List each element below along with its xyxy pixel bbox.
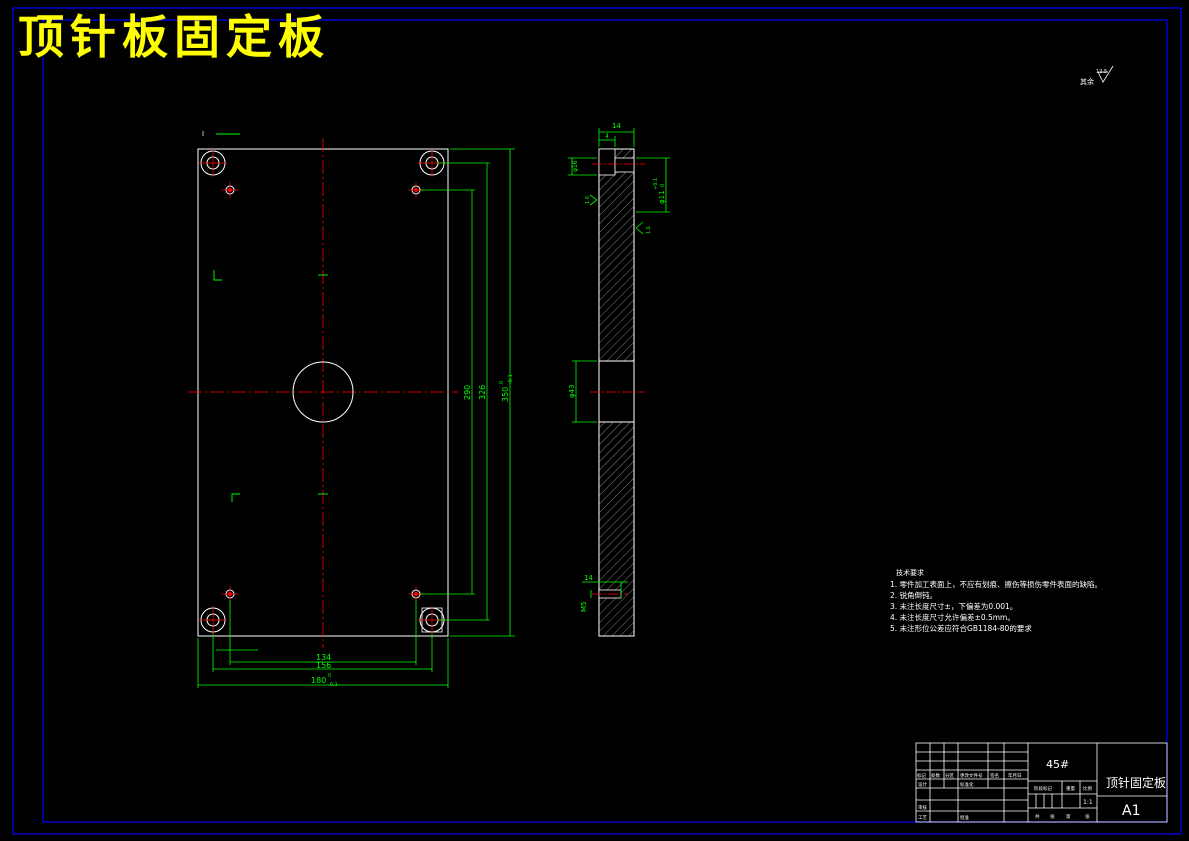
dim-total-height: 350: [501, 387, 510, 402]
dim-total-width: 180: [311, 676, 326, 685]
tb-standard: 标准化: [960, 781, 974, 788]
dim-counterbore-depth: 4: [605, 133, 609, 140]
roughness-a: 1.6: [585, 196, 591, 204]
tb-process: 工艺: [918, 815, 927, 821]
roughness-rest-label: 其余: [1080, 77, 1094, 86]
tb-label-0: 标记: [917, 772, 926, 779]
tb-sheet-total: 共: [1035, 813, 1040, 820]
roughness-note: [1097, 65, 1114, 83]
tb-sheet-no: 第: [1066, 813, 1071, 820]
section-hatch-bottom: [598, 421, 635, 637]
inner-frame: [42, 19, 1168, 823]
tech-item: 4. 未注长度尺寸允许偏差±0.5mm。: [890, 613, 1015, 622]
dim-center-bore: φ43: [568, 384, 576, 398]
horizontal-dimensions: [197, 600, 449, 688]
tech-item: 5. 未注形位公差应符合GB1184-80的要求: [890, 624, 1032, 633]
small-hole-bl: [222, 586, 238, 602]
tb-approve: 批准: [960, 814, 969, 821]
tech-item: 3. 未注长度尺寸±，下偏差为0.001。: [890, 602, 1018, 611]
dim-thread-depth: 14: [584, 574, 593, 582]
corner-hole-tl: [199, 149, 227, 177]
tech-heading: 技术要求: [896, 569, 924, 577]
counterbore: [598, 148, 616, 176]
dim-outer-h: 156: [316, 661, 331, 670]
dim-hole-spacing-h: 134: [316, 653, 331, 662]
title-block-labels: 标记 处数 分区 更改文件号 签名 年月日 设计 标准化 审核 工艺 批准 阶段…: [917, 772, 1092, 821]
center-bore-gap: [598, 360, 635, 423]
center-bore: [292, 361, 354, 423]
dim-hole-tol-lower: 0: [660, 184, 666, 187]
dim-hole-tol-upper: +0.1: [653, 178, 659, 190]
tech-requirements: 技术要求 1. 零件加工表面上，不应有划痕、擦伤等损伤零件表面的缺陷。 2. 锐…: [890, 568, 1102, 634]
outer-frame: [12, 7, 1182, 835]
dim-counterbore-dia: φ16: [572, 160, 579, 172]
small-hole-tl: [222, 182, 238, 198]
corner-hole-bl: [199, 606, 227, 634]
tb-stage: 阶段标记: [1034, 785, 1052, 792]
vertical-dimensions: [420, 148, 515, 637]
tb-sheet-unit2: 张: [1085, 813, 1090, 820]
dim-total-height-tol-lower: -0.1: [508, 374, 514, 384]
scale: 1:1: [1083, 799, 1093, 806]
tb-weight: 重量: [1066, 785, 1075, 792]
tb-ratio: 比例: [1083, 785, 1092, 792]
tb-label-3: 更改文件号: [960, 772, 983, 779]
roughness-value: 12.5: [1096, 69, 1107, 75]
roughness-b: 1.6: [646, 226, 652, 234]
front-view: I 290 326 350 0 -0.1: [188, 130, 515, 688]
tb-label-1: 处数: [931, 772, 940, 779]
through-hole: [614, 157, 635, 173]
tb-review: 审核: [918, 804, 927, 811]
corner-marks: [213, 133, 328, 502]
tb-label-4: 签名: [990, 772, 999, 779]
dim-thread-spec: M5: [580, 602, 588, 613]
dim-hole-spacing-v: 290: [463, 385, 472, 400]
tb-label-5: 年月日: [1008, 772, 1022, 779]
dim-outer-v: 326: [478, 385, 487, 400]
dim-total-height-tol-upper: 0: [499, 381, 505, 384]
dim-hole-dia: φ11: [658, 190, 666, 204]
part-name: 顶针固定板: [1106, 775, 1166, 790]
dim-total-width-tol-lower: -0.1: [328, 682, 338, 688]
section-hatch-top: [598, 148, 635, 362]
side-view: 14 4 φ16 φ11 +0.1 0 1.6 1.6 φ43 14 M5: [568, 122, 670, 637]
tech-item: 2. 锐角倒钝。: [890, 591, 938, 600]
dim-total-width-tol-upper: 0: [328, 673, 331, 679]
section-mark: I: [202, 130, 204, 138]
tb-label-2: 分区: [945, 772, 954, 779]
tb-sheet-unit: 张: [1050, 813, 1055, 820]
sheet-size: A1: [1122, 803, 1140, 819]
dim-thickness: 14: [612, 122, 621, 130]
tech-item: 1. 零件加工表面上，不应有划痕、擦伤等损伤零件表面的缺陷。: [890, 580, 1103, 589]
title-block: [915, 742, 1168, 823]
drawing-title: 顶针板固定板: [18, 10, 330, 64]
side-dimensions: [568, 128, 670, 598]
tb-design: 设计: [918, 781, 927, 788]
material: 45#: [1046, 758, 1069, 771]
